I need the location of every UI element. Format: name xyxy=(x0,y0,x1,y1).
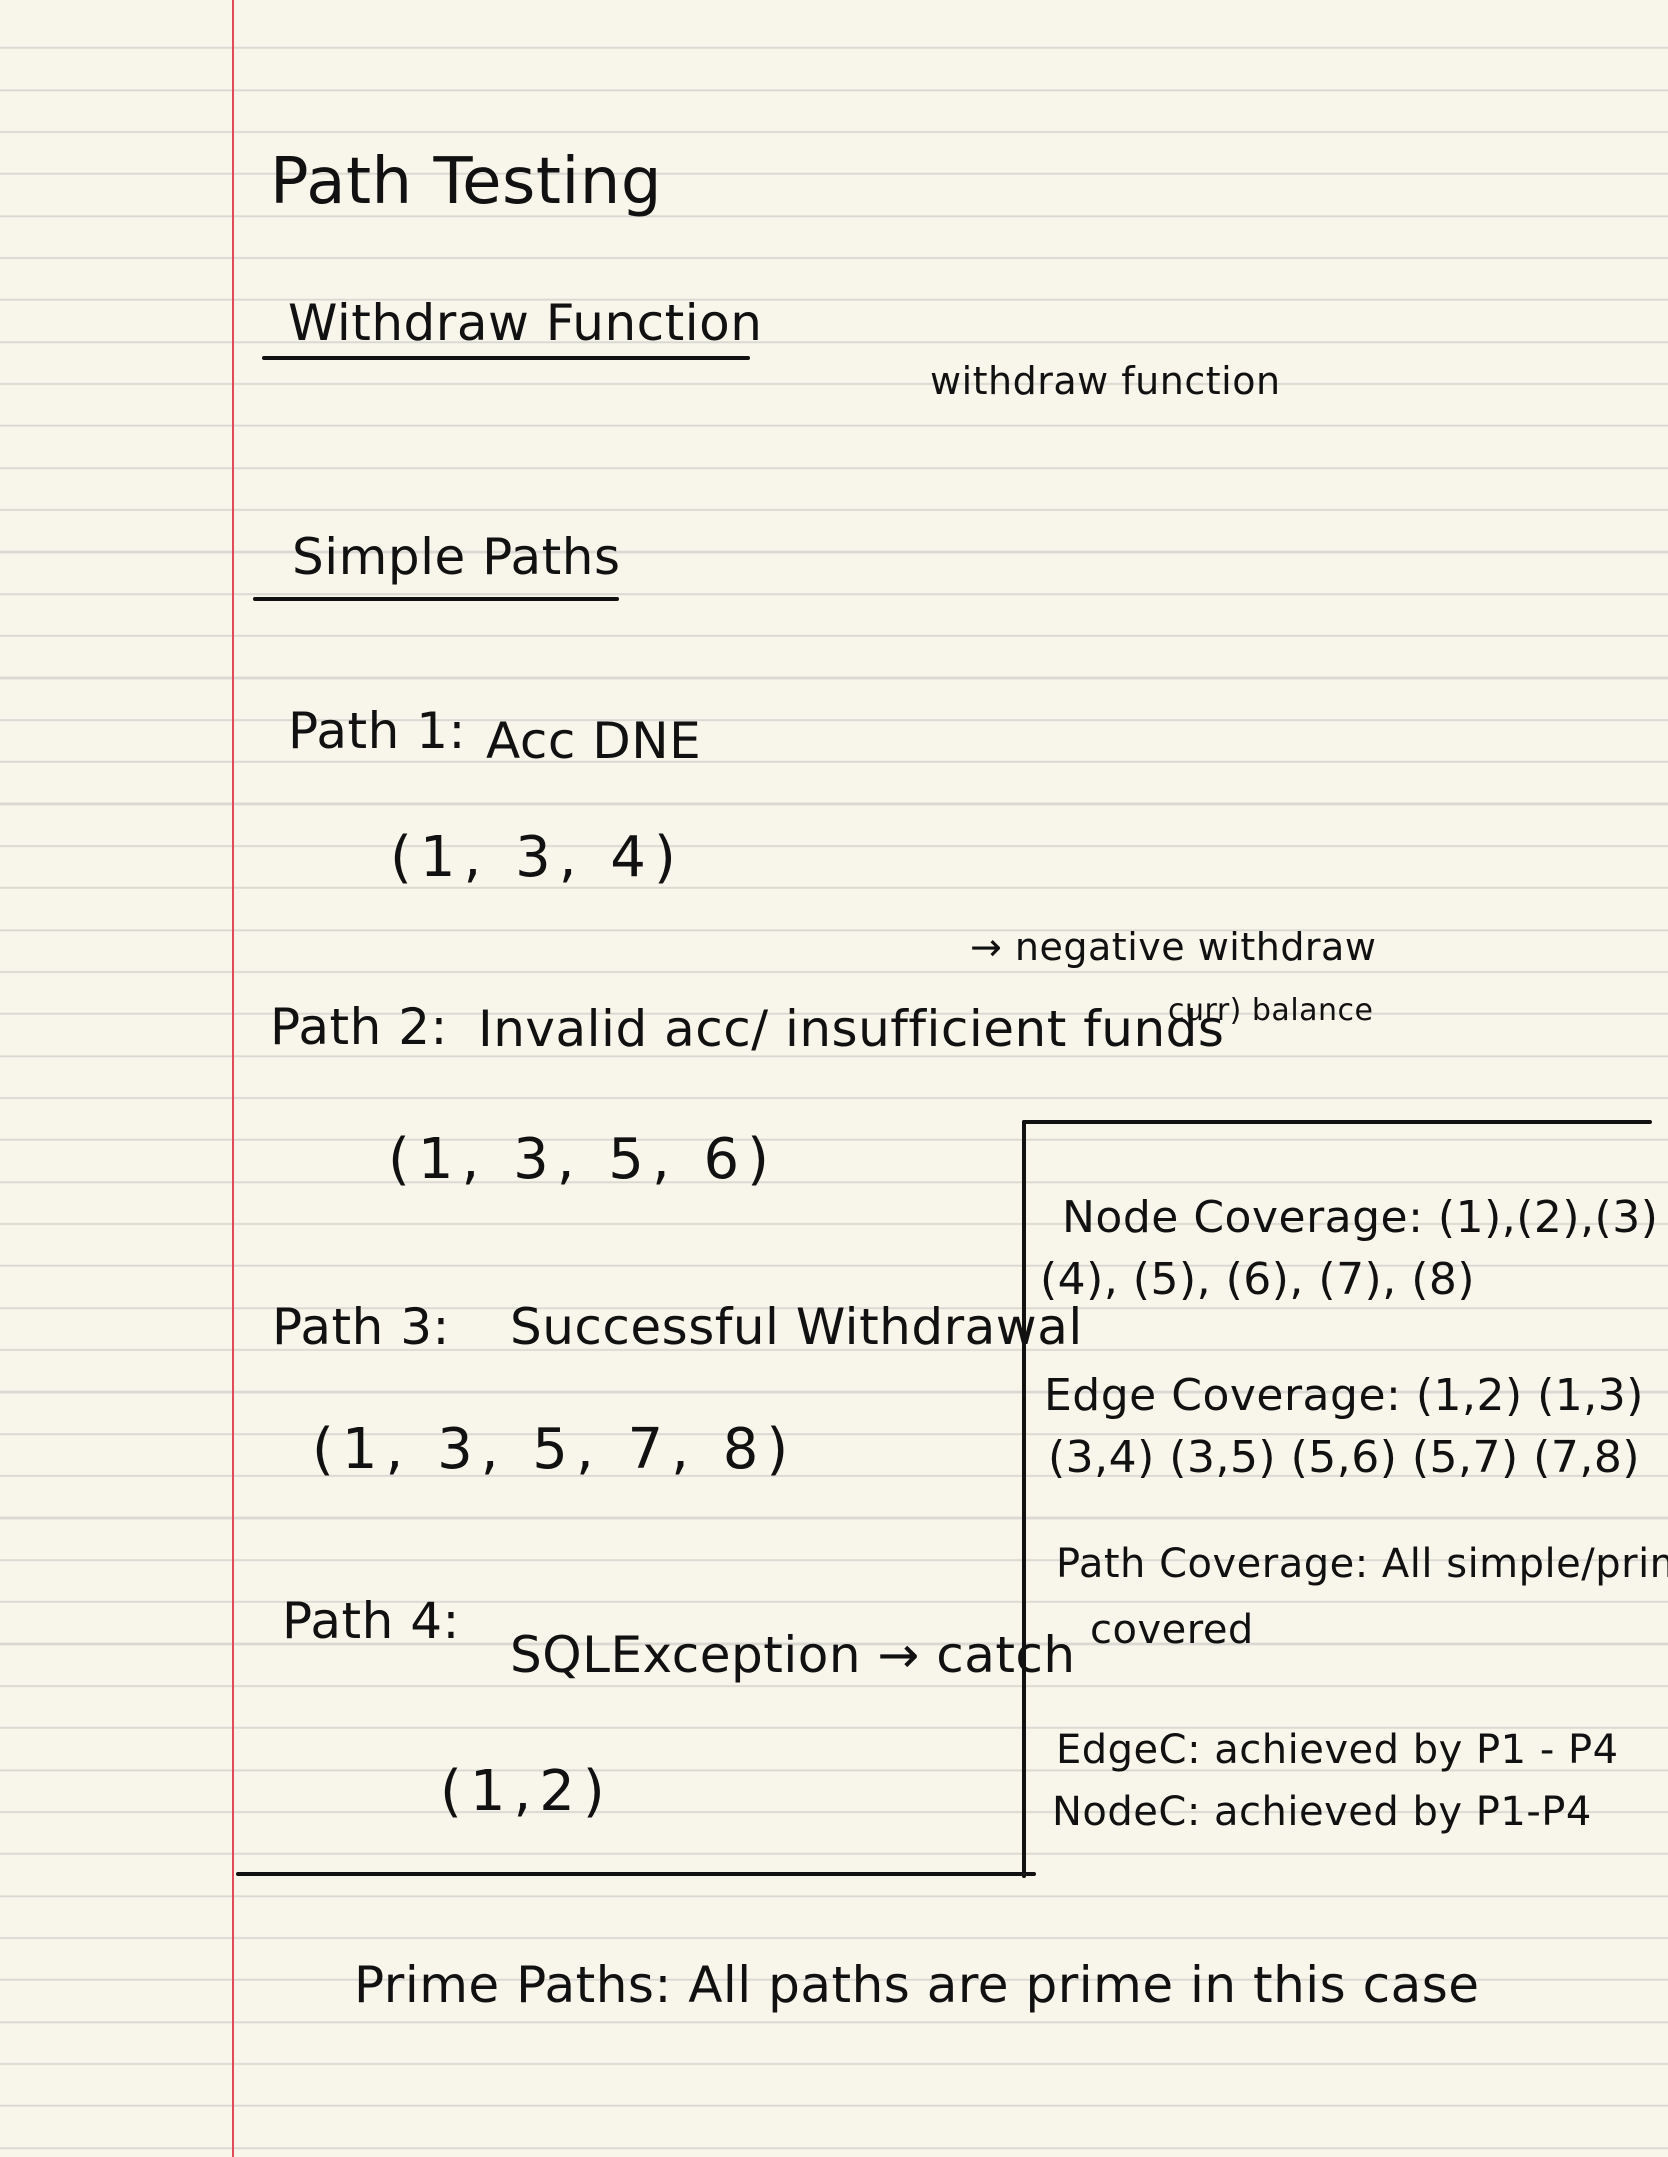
path-coverage-line-1: Path Coverage: All simple/prime xyxy=(1056,1541,1668,1587)
coverage-box-bottom-border xyxy=(236,1872,1036,1876)
negative-withdraw-note: → negative withdraw xyxy=(970,925,1377,969)
path-2-tuple: (1, 3, 5, 6) xyxy=(388,1127,778,1192)
coverage-box-left-border xyxy=(1022,1120,1026,1878)
path-coverage-line-2: covered xyxy=(1090,1607,1254,1653)
path-4-label: Path 4: xyxy=(282,1592,460,1650)
prime-paths-statement: Prime Paths: All paths are prime in this… xyxy=(354,1956,1480,2014)
edge-coverage-line-1: Edge Coverage: (1,2) (1,3) xyxy=(1044,1370,1644,1421)
path-2-label: Path 2: xyxy=(270,998,448,1056)
coverage-box-top-border xyxy=(1022,1120,1652,1124)
side-note: withdraw function xyxy=(930,359,1281,403)
node-coverage-line-2: (4), (5), (6), (7), (8) xyxy=(1040,1254,1476,1305)
path-1-label: Path 1: xyxy=(288,702,466,760)
curr-balance-note: curr) balance xyxy=(1168,993,1374,1028)
path-1-tuple: (1, 3, 4) xyxy=(390,825,684,890)
page-title: Path Testing xyxy=(270,145,662,219)
path-1-description: Acc DNE xyxy=(486,712,702,770)
path-2-description: Invalid acc/ insufficient funds xyxy=(478,1000,1225,1058)
notebook-margin-line xyxy=(232,0,234,2157)
node-coverage-achieved: NodeC: achieved by P1-P4 xyxy=(1052,1789,1592,1835)
node-coverage-line-1: Node Coverage: (1),(2),(3) xyxy=(1062,1192,1659,1243)
path-4-description: SQLException → catch xyxy=(510,1626,1076,1684)
path-3-label: Path 3: xyxy=(272,1298,450,1356)
edge-coverage-achieved: EdgeC: achieved by P1 - P4 xyxy=(1056,1727,1619,1773)
path-3-tuple: (1, 3, 5, 7, 8) xyxy=(312,1417,797,1482)
edge-coverage-line-2: (3,4) (3,5) (5,6) (5,7) (7,8) xyxy=(1048,1432,1640,1483)
page-subtitle: Withdraw Function xyxy=(288,294,763,352)
simple-paths-underline xyxy=(253,597,619,601)
simple-paths-heading: Simple Paths xyxy=(292,528,621,586)
path-3-description: Successful Withdrawal xyxy=(510,1298,1083,1356)
path-4-tuple: (1,2) xyxy=(440,1759,613,1824)
subtitle-underline xyxy=(262,356,750,360)
